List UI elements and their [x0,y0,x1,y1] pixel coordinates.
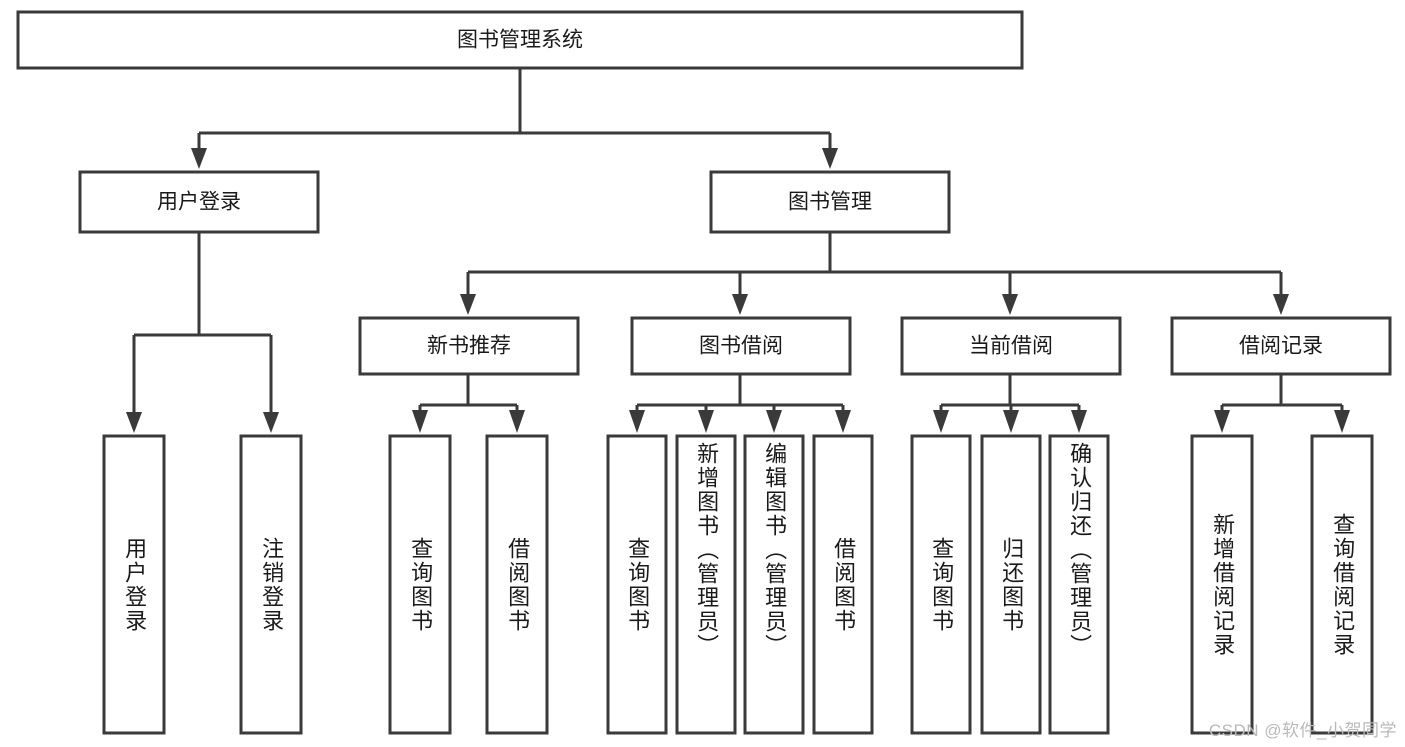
connector-group [126,68,1350,433]
node-new-book-recommend-box[interactable] [358,316,580,376]
node-book-manage[interactable]: 图书管理 [709,170,951,234]
arrowhead-current-borrow [1002,294,1018,315]
leaf-add-borrow-record-label: 新增借阅记录 [1210,512,1236,657]
node-book-manage-label: 图书管理 [788,191,872,214]
node-current-borrow-box[interactable] [900,316,1122,376]
arrowhead-user-logout [263,412,279,433]
leaf-borrow-book-2-box[interactable] [812,434,874,735]
arrowhead-book-borrow [732,294,748,315]
node-book-borrow-label: 图书借阅 [699,335,783,358]
leaf-return-book-box[interactable] [980,434,1042,735]
leaf-borrow-book-2-label: 借阅图书 [831,536,857,633]
arrowhead-return-book [1003,410,1019,433]
node-borrow-record[interactable]: 借阅记录 [1170,316,1392,376]
leaf-query-book-2-box[interactable] [606,434,668,735]
leaf-user-logout-box[interactable] [239,434,303,735]
arrowhead-user-login-do [126,412,142,433]
leaf-node-user-logout[interactable] [239,434,303,735]
leaf-node-query-book-3[interactable] [910,434,972,735]
node-current-borrow[interactable]: 当前借阅 [900,316,1122,376]
leaf-edit-book-label: 编辑图书（管理员） [762,442,788,658]
node-new-book-recommend[interactable]: 新书推荐 [358,316,580,376]
leaf-node-confirm-return[interactable] [1048,434,1110,735]
node-user-login-label: 用户登录 [157,191,241,214]
leaf-node-borrow-book-2[interactable] [812,434,874,735]
leaf-query-book-3-box[interactable] [910,434,972,735]
leaf-query-borrow-record-box[interactable] [1310,434,1374,735]
node-borrow-record-box[interactable] [1170,316,1392,376]
node-book-borrow[interactable]: 图书借阅 [630,316,852,376]
leaf-edit-book-box[interactable] [743,434,805,735]
node-root[interactable]: 图书管理系统 [16,10,1024,70]
arrowhead-query-book-3 [933,410,949,433]
leaf-node-query-borrow-record[interactable] [1310,434,1374,735]
leaf-user-login-do-label: 用户登录 [122,536,148,633]
leaf-add-book-box[interactable] [675,434,737,735]
arrowhead-user-login [191,148,207,169]
leaf-node-user-login-do[interactable] [102,434,166,735]
leaf-node-return-book[interactable] [980,434,1042,735]
leaf-query-book-1-label: 查询图书 [408,536,434,633]
leaf-query-book-2-label: 查询图书 [625,536,651,633]
leaf-node-borrow-book-1[interactable] [485,434,549,735]
node-borrow-record-label: 借阅记录 [1239,335,1323,358]
leaf-node-add-borrow-record[interactable] [1190,434,1254,735]
arrowhead-add-borrow-record [1214,410,1230,433]
arrowhead-book-manage [822,148,838,169]
node-root-label: 图书管理系统 [457,29,583,52]
arrowhead-borrow-record [1273,294,1289,315]
arrowhead-query-book-2 [629,410,645,433]
arrowhead-edit-book [766,410,782,433]
arrowhead-borrow-book-2 [835,410,851,433]
arrowhead-add-book [698,410,714,433]
arrowhead-borrow-book-1 [509,410,525,433]
leaf-return-book-label: 归还图书 [999,536,1025,633]
leaf-confirm-return-label: 确认归还（管理员） [1067,442,1093,658]
leaf-query-book-3-label: 查询图书 [929,536,955,633]
leaf-query-borrow-record-label: 查询借阅记录 [1330,512,1356,657]
leaf-confirm-return-box[interactable] [1048,434,1110,735]
arrowhead-new-book-recommend [460,294,476,315]
node-book-manage-box[interactable] [709,170,951,234]
leaf-borrow-book-1-label: 借阅图书 [505,536,531,633]
leaf-node-edit-book[interactable] [743,434,805,735]
leaf-user-login-do-box[interactable] [102,434,166,735]
arrowhead-query-borrow-record [1334,410,1350,433]
leaf-add-book-label: 新增图书（管理员） [694,442,720,658]
leaf-borrow-book-1-box[interactable] [485,434,549,735]
node-book-borrow-box[interactable] [630,316,852,376]
node-root-box[interactable] [16,10,1024,70]
node-current-borrow-label: 当前借阅 [969,335,1053,358]
leaf-node-add-book[interactable] [675,434,737,735]
leaf-query-book-1-box[interactable] [388,434,452,735]
arrowhead-confirm-return [1071,410,1087,433]
arrowhead-query-book-1 [412,410,428,433]
leaf-node-query-book-2[interactable] [606,434,668,735]
leaf-add-borrow-record-box[interactable] [1190,434,1254,735]
node-user-login[interactable]: 用户登录 [78,170,320,234]
leaf-user-logout-label: 注销登录 [259,536,285,633]
node-user-login-box[interactable] [78,170,320,234]
leaf-node-query-book-1[interactable] [388,434,452,735]
node-new-book-recommend-label: 新书推荐 [427,335,511,358]
